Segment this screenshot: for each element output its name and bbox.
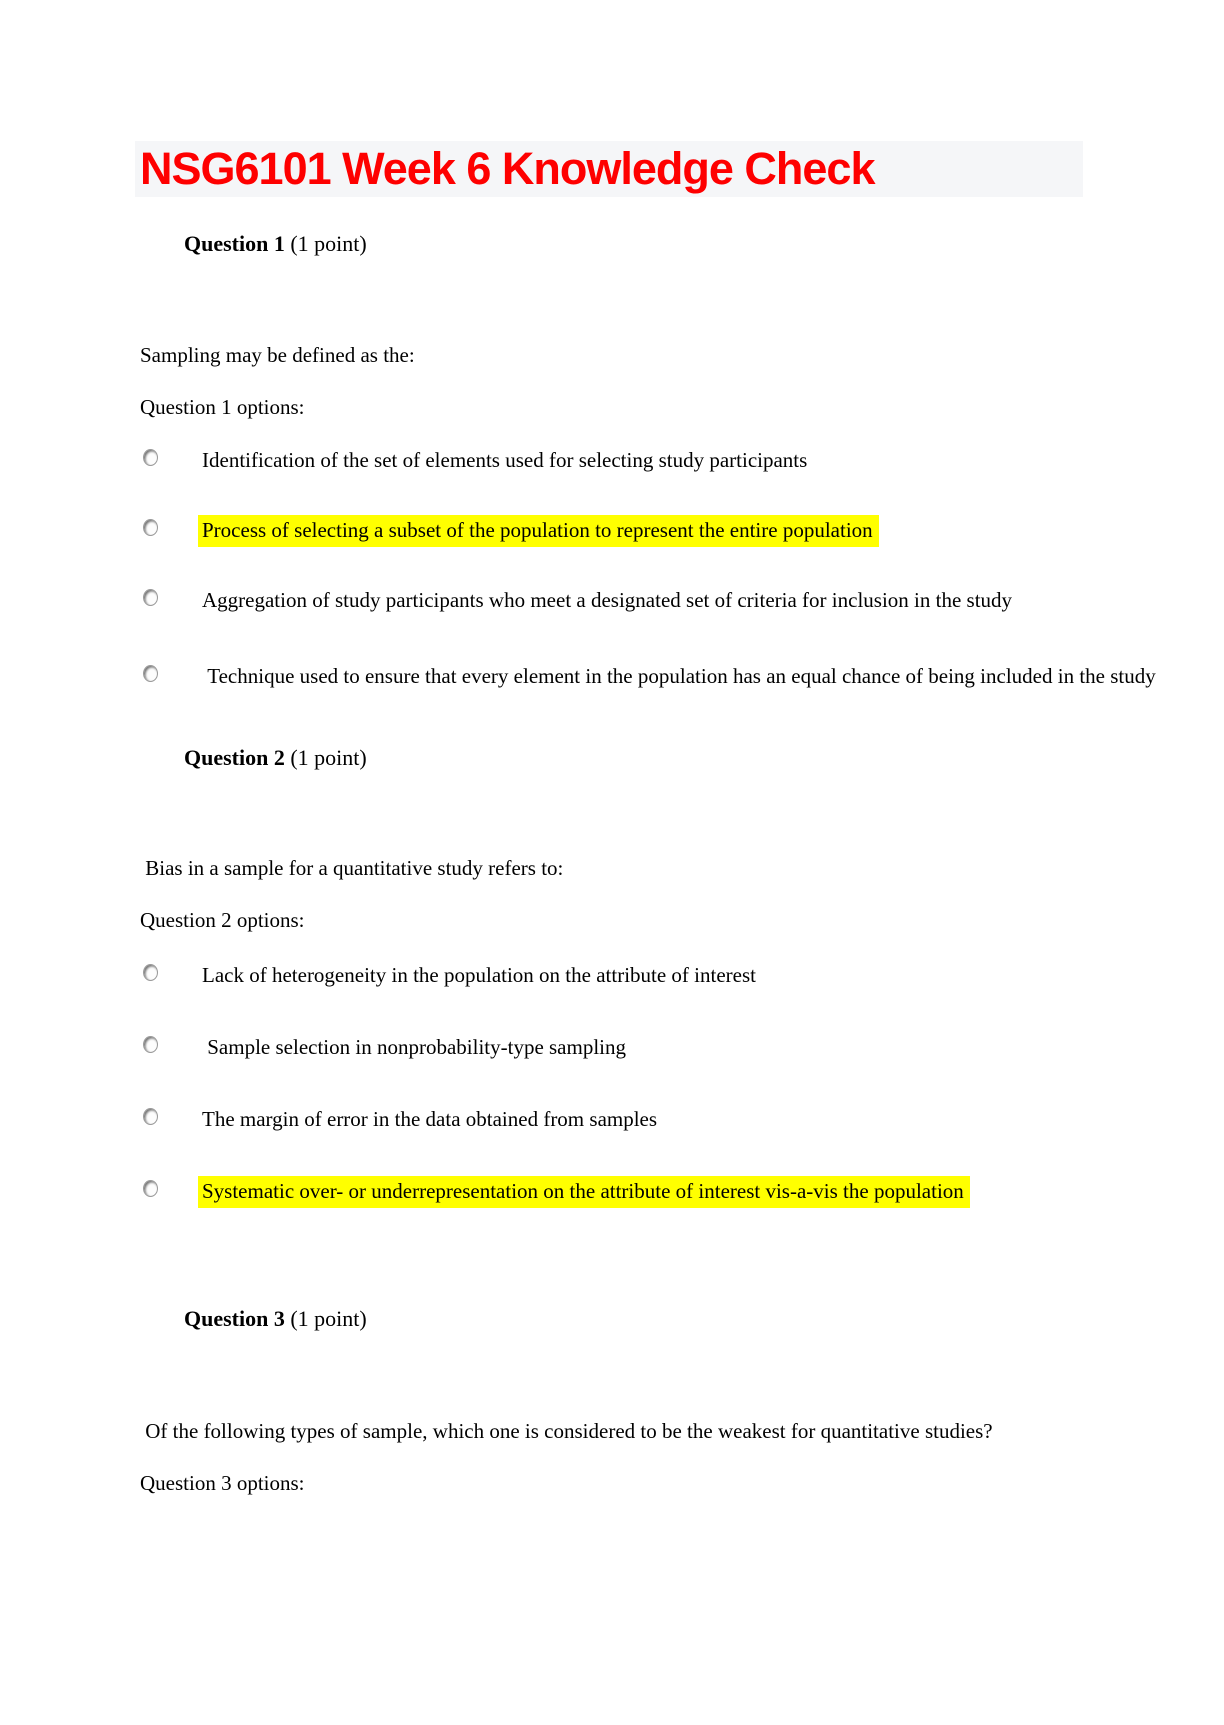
option-label: The margin of error in the data obtained… <box>202 1107 658 1131</box>
radio-button[interactable] <box>143 1036 158 1053</box>
question-1-section: Question 1 (1 point) Sampling may be def… <box>140 202 1194 690</box>
question-2-options-label: Question 2 options: <box>140 908 305 932</box>
question-2-section: Question 2 (1 point) Bias in a sample fo… <box>140 716 1194 1208</box>
page-title: NSG6101 Week 6 Knowledge Check <box>140 143 875 194</box>
option-label: Identification of the set of elements us… <box>202 448 808 472</box>
question-1-heading: Question 1 (1 point) <box>140 202 1194 286</box>
option-label-highlighted: Process of selecting a subset of the pop… <box>198 515 879 547</box>
question-2-option-1: Lack of heterogeneity in the population … <box>140 961 1194 989</box>
quiz-content: Question 1 (1 point) Sampling may be def… <box>0 202 1224 1497</box>
radio-button[interactable] <box>143 1108 158 1125</box>
question-1-options-label: Question 1 options: <box>140 395 305 419</box>
option-label: Lack of heterogeneity in the population … <box>202 963 756 987</box>
radio-button[interactable] <box>143 964 158 981</box>
question-2-points: (1 point) <box>284 745 367 770</box>
option-label: Sample selection in nonprobability-type … <box>202 1035 627 1059</box>
question-2-heading: Question 2 (1 point) <box>140 716 1194 800</box>
question-3-prompt: Of the following types of sample, which … <box>140 1419 993 1443</box>
question-1-points: (1 point) <box>284 231 367 256</box>
question-2-option-3: The margin of error in the data obtained… <box>140 1105 1194 1133</box>
radio-button[interactable] <box>143 1180 158 1197</box>
question-1-option-1: Identification of the set of elements us… <box>140 446 1194 474</box>
question-3-options-label: Question 3 options: <box>140 1471 305 1495</box>
question-1-option-2: Process of selecting a subset of the pop… <box>140 515 1194 547</box>
option-label: Aggregation of study participants who me… <box>202 588 1013 612</box>
radio-button[interactable] <box>143 519 158 536</box>
question-1-prompt: Sampling may be defined as the: <box>140 343 415 367</box>
question-1-option-4: Technique used to ensure that every elem… <box>140 662 1194 690</box>
radio-button[interactable] <box>143 589 158 606</box>
radio-button[interactable] <box>143 449 158 466</box>
question-3-points: (1 point) <box>284 1306 367 1331</box>
question-2-number: Question 2 <box>184 745 285 770</box>
question-3-heading: Question 3 (1 point) <box>140 1277 1194 1361</box>
document-page: NSG6101 Week 6 Knowledge Check Question … <box>0 141 1224 1725</box>
question-3-section: Question 3 (1 point) Of the following ty… <box>140 1277 1194 1497</box>
radio-button[interactable] <box>143 665 158 682</box>
question-2-prompt: Bias in a sample for a quantitative stud… <box>140 856 564 880</box>
option-label-highlighted: Systematic over- or underrepresentation … <box>198 1176 970 1208</box>
page-title-bar: NSG6101 Week 6 Knowledge Check <box>135 141 1083 197</box>
question-3-number: Question 3 <box>184 1306 285 1331</box>
question-1-option-3: Aggregation of study participants who me… <box>140 586 1194 614</box>
option-label: Technique used to ensure that every elem… <box>202 664 1156 688</box>
question-2-option-4: Systematic over- or underrepresentation … <box>140 1176 1194 1208</box>
question-2-option-2: Sample selection in nonprobability-type … <box>140 1033 1194 1061</box>
question-1-number: Question 1 <box>184 231 285 256</box>
